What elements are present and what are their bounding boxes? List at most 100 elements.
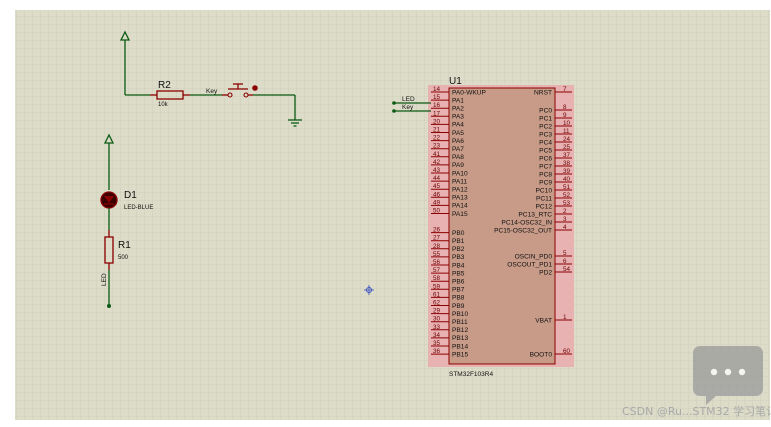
net-labels[interactable]: LED Key (392, 96, 431, 113)
key-circuit[interactable]: R2 10k Key (119, 30, 302, 127)
net-terminal-dot[interactable] (392, 109, 396, 113)
pin-number: 42 (433, 159, 441, 166)
d1-value: LED-BLUE (124, 205, 153, 211)
pin-name: PB13 (452, 335, 468, 342)
chip-body[interactable] (448, 87, 556, 365)
push-button-key[interactable]: Key (206, 83, 258, 98)
pin-name: PC2 (539, 123, 552, 130)
watermark-text: CSDN @Ru...STM32 学习笔记 (622, 404, 771, 418)
r1-value: 500 (118, 255, 129, 261)
pin-number: 34 (433, 332, 441, 339)
pin-number: 3 (563, 216, 567, 223)
pin-number: 43 (433, 167, 441, 174)
power-terminal-icon[interactable] (119, 30, 131, 95)
pin-number: 17 (433, 110, 441, 117)
pin-number: 61 (433, 291, 441, 298)
resistor-r1[interactable]: R1 500 (104, 230, 131, 270)
chip-pin-pc14-osc32_in[interactable]: 3 PC14-OSC32_IN (501, 216, 572, 226)
pin-name: PA11 (452, 178, 467, 185)
pin-name: PC5 (539, 147, 552, 154)
pin-name: NRST (534, 89, 552, 96)
chip-pin-pb13[interactable]: 34 PB13 (431, 332, 468, 342)
power-terminal-icon[interactable] (103, 133, 115, 190)
pin-name: PB4 (452, 262, 465, 269)
resistor-r2[interactable]: R2 10k (150, 80, 190, 108)
net-terminal-dot[interactable] (107, 304, 111, 308)
pin-name: PC13_RTC (518, 211, 552, 218)
u1-part: STM32F103R4 (449, 371, 493, 378)
chat-bubble-icon (693, 346, 763, 405)
net-terminal-dot[interactable] (392, 101, 396, 105)
pin-name: PC14-OSC32_IN (501, 219, 552, 226)
pin-name: PA4 (452, 122, 464, 129)
ground-icon[interactable] (288, 119, 302, 127)
pin-number: 51 (563, 184, 571, 191)
pin-name: PC7 (539, 163, 552, 170)
pin-name: OSCIN_PD0 (515, 253, 553, 260)
pin-name: PB12 (452, 327, 468, 334)
pin-name: PC9 (539, 179, 552, 186)
led-circuit[interactable]: D1 LED-BLUE R1 500 LED (100, 133, 153, 308)
pin-number: 14 (433, 86, 441, 93)
pin-name: PB8 (452, 295, 465, 302)
key-actuator-icon[interactable] (252, 85, 258, 91)
pin-name: PA14 (452, 203, 468, 210)
pin-number: 36 (433, 348, 441, 355)
